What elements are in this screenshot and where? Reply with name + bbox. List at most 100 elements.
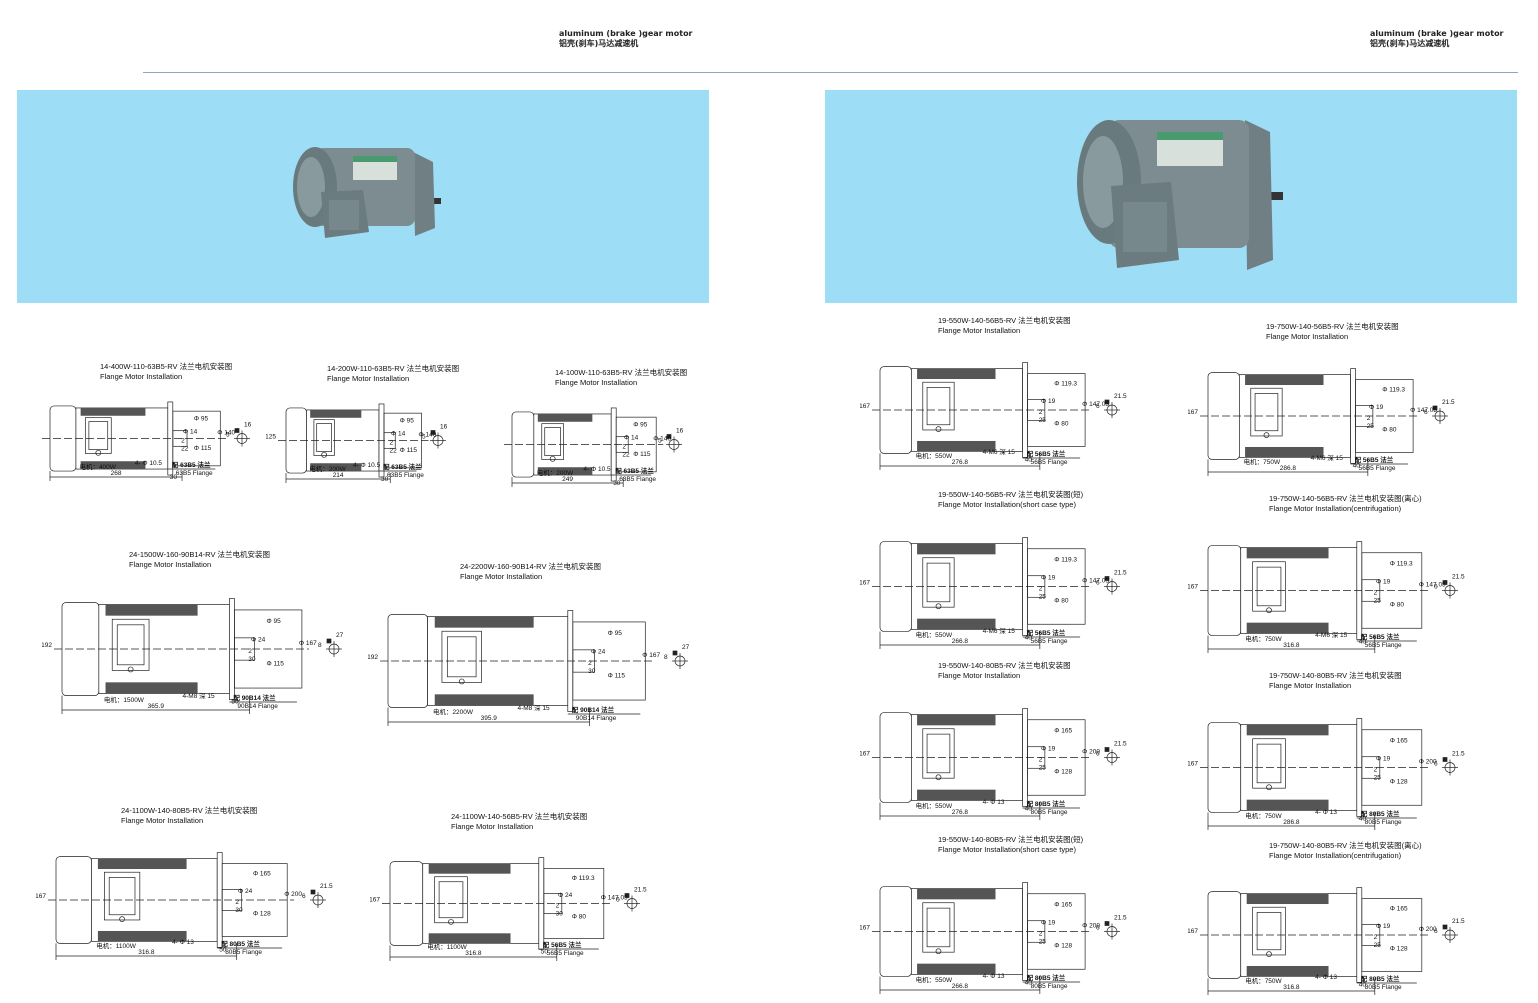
small-dim-label: 40 — [1025, 634, 1033, 641]
drawing-svg: Φ 167 电机：750W 4-M6 深 15 316.8 Φ 147.05 Φ… — [1188, 541, 1465, 653]
holes-label: 4-M8 深 15 — [183, 691, 216, 700]
drawing-title: 24-1100W-140-56B5-RV 法兰电机安装图 Flange Moto… — [451, 812, 587, 831]
drawing-model: 19-550W-140-80B5-RV 法兰电机安装图 — [938, 661, 1071, 670]
phi-b-label: Φ 95 — [267, 618, 282, 625]
flange-cn-label: 配 90B14 法兰 — [572, 705, 615, 714]
phi-b-label: Φ 165 — [1390, 737, 1408, 744]
key1-label: 2 — [1039, 757, 1043, 764]
phi-d-label: Φ 19 — [1041, 745, 1056, 752]
drawing-model: 19-550W-140-56B5-RV 法兰电机安装图(短) — [938, 490, 1084, 499]
flange-cn-label: 配 56B5 法兰 — [1355, 455, 1394, 464]
phi-c-label: Φ 115 — [608, 673, 626, 680]
phi-c-label: Φ 80 — [1054, 421, 1069, 428]
drawing-svg: Φ 167 电机：550W 4- Φ 13 266.8 Φ 200 Φ 165 … — [860, 882, 1127, 994]
key1-label: 2 — [248, 648, 252, 655]
key2-label: 30 — [556, 911, 564, 918]
side-top-label: 27 — [336, 632, 344, 639]
side-view-key — [310, 889, 316, 895]
terminal-box-inner — [926, 907, 951, 948]
flange-cn-label: 配 80B5 法兰 — [1027, 973, 1066, 982]
phi-d-label: Φ 24 — [238, 888, 253, 895]
terminal-box — [441, 630, 482, 683]
ground-screw — [321, 451, 327, 458]
side-top-label: 21.5 — [634, 887, 647, 894]
flange-en-label: 63B5 Flange — [387, 472, 424, 479]
flange-cn-label: 配 80B5 法兰 — [1361, 809, 1400, 818]
installation-drawing: 19-550W-140-80B5-RV 法兰电机安装图 Flange Motor… — [860, 661, 1140, 826]
length-label: 365.9 — [148, 703, 165, 710]
flange-en-label: 56B5 Flange — [1359, 465, 1396, 472]
flange-cn-label: 配 56B5 法兰 — [1027, 449, 1066, 458]
side-view-key — [1432, 405, 1438, 411]
flange-cn-label: 配 90B14 法兰 — [233, 693, 276, 702]
small-dim-label: 40 — [1359, 981, 1367, 988]
motor-fins-top — [105, 604, 198, 616]
ground-screw — [935, 426, 942, 432]
drawing-model: 14-400W-110-63B5-RV 法兰电机安装图 — [100, 362, 233, 371]
flange-cn-label: 配 80B5 法兰 — [1027, 799, 1066, 808]
terminal-box — [1250, 387, 1283, 437]
phi-c-label: Φ 115 — [633, 451, 651, 458]
ground-screw — [1266, 607, 1272, 614]
flange-en-label: 80B5 Flange — [1031, 983, 1068, 990]
phi-a-label: Φ 147.05 — [1410, 407, 1437, 414]
phi-b-label: Φ 119.3 — [1390, 560, 1413, 567]
phi-b-label: Φ 95 — [633, 421, 648, 428]
terminal-box-inner — [88, 421, 109, 450]
ground-screw — [1266, 951, 1272, 957]
motor-fins-top — [97, 858, 187, 870]
installation-drawing: 19-550W-140-80B5-RV 法兰电机安装图(短) Flange Mo… — [860, 835, 1140, 1000]
motor-power-label: 电机：1100W — [427, 942, 467, 951]
motor-power-label: 电机：400W — [79, 462, 116, 471]
phi-main-label: Φ 167 — [860, 751, 870, 758]
phi-main-label: Φ 167 — [1188, 761, 1198, 768]
drawing-svg: Φ 192 电机：1500W 4-M8 深 15 365.9 Φ 167 Φ 9… — [42, 598, 344, 714]
motor-fins-top — [917, 888, 996, 900]
gear-motor-image — [293, 147, 441, 238]
phi-c-label: Φ 128 — [1390, 779, 1408, 786]
side-left-label: 6 — [302, 893, 306, 900]
terminal-box — [434, 876, 468, 924]
side-view-key — [1442, 924, 1448, 930]
side-left-label: 6 — [1434, 761, 1438, 768]
phi-c-label: Φ 80 — [1054, 598, 1069, 605]
side-view-key — [1442, 757, 1448, 762]
phi-c-label: Φ 115 — [194, 445, 212, 452]
installation-drawing: 14-100W-110-63B5-RV 法兰电机安装图 Flange Motor… — [492, 368, 702, 493]
side-left-label: 6 — [1096, 580, 1100, 587]
flange-en-label: 56B5 Flange — [1031, 638, 1068, 645]
phi-c-label: Φ 80 — [572, 914, 587, 921]
length-label: 395.9 — [481, 715, 498, 722]
drawing-subtitle: Flange Motor Installation — [100, 371, 183, 381]
key2-label: 22 — [390, 448, 398, 455]
side-view-key — [672, 650, 678, 656]
side-top-label: 21.5 — [1442, 399, 1455, 406]
motor-power-label: 电机：550W — [916, 630, 953, 639]
header-title-cn: 铝壳(刹车)马达减速机 — [1370, 39, 1450, 48]
ground-screw — [549, 455, 556, 462]
phi-a-label: Φ 147.05 — [1082, 401, 1109, 408]
side-left-label: 6 — [1096, 751, 1100, 758]
ground-screw — [458, 678, 465, 685]
key2-label: 30 — [588, 668, 596, 675]
drawing-svg: Φ 167 电机：750W 4- Φ 13 316.8 Φ 200 Φ 165 … — [1188, 887, 1465, 995]
side-left-label: 5 — [658, 438, 662, 445]
phi-c-label: Φ 80 — [1390, 602, 1405, 609]
key1-label: 2 — [622, 444, 626, 451]
motor-power-label: 电机：200W — [537, 468, 574, 477]
terminal-box — [1252, 738, 1286, 789]
holes-label: 4-M6 深 15 — [1311, 453, 1344, 462]
length-label: 316.8 — [138, 949, 155, 956]
phi-d-label: Φ 19 — [1041, 574, 1056, 581]
ground-screw — [127, 666, 134, 673]
motor-fins-bottom — [1246, 965, 1329, 977]
phi-main-label: Φ 192 — [368, 654, 378, 661]
phi-main-label: Φ 167 — [1188, 928, 1198, 935]
side-view-key — [326, 638, 332, 644]
installation-drawing: 19-750W-140-80B5-RV 法兰电机安装图(离心) Flange M… — [1188, 841, 1478, 1001]
side-view-key — [430, 430, 436, 435]
holes-label: 4-M6 深 15 — [983, 447, 1016, 456]
flange-en-label: 63B5 Flange — [176, 470, 213, 477]
holes-label: 4- Φ 13 — [983, 973, 1005, 980]
length-label: 268 — [111, 470, 122, 477]
